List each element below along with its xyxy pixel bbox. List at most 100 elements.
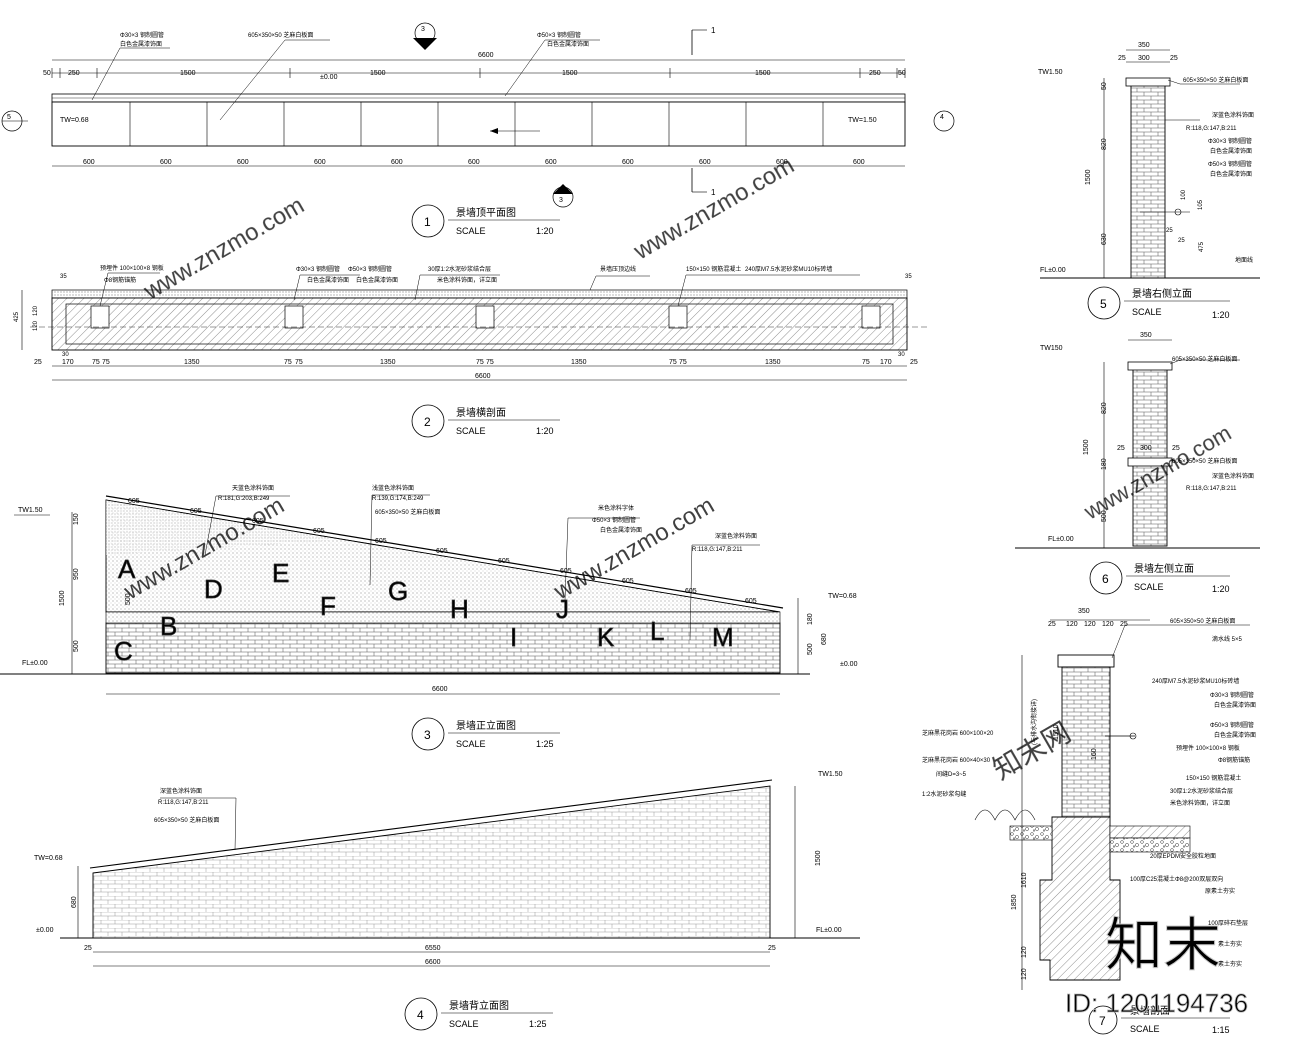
svg-text:605×350×50 芝麻白板面: 605×350×50 芝麻白板面 xyxy=(1172,355,1237,363)
svg-text:1:20: 1:20 xyxy=(1212,310,1230,320)
wall-letter: M xyxy=(712,622,734,652)
section-note: 白色金属漆饰面 xyxy=(356,276,398,284)
section-dim: 1350 xyxy=(184,359,200,366)
svg-text:1:15: 1:15 xyxy=(1212,1025,1230,1035)
svg-text:25: 25 xyxy=(1172,445,1180,452)
section-dim: 1350 xyxy=(571,359,587,366)
section-end-mark: 30 xyxy=(62,352,69,358)
svg-text:www.znzmo.com: www.znzmo.com xyxy=(139,192,309,306)
svg-text:120: 120 xyxy=(1021,946,1028,958)
plan-bottom-dim: 600 xyxy=(622,159,634,166)
svg-text:米色涂料饰面，详立面: 米色涂料饰面，详立面 xyxy=(1170,799,1230,807)
svg-text:300: 300 xyxy=(1140,445,1152,452)
svg-text:820: 820 xyxy=(1101,138,1108,150)
elevation-marker: 5 xyxy=(1,110,28,132)
front-note: 深蓝色涂料饰面 xyxy=(715,532,757,540)
front-right-dim: 500 xyxy=(807,643,814,655)
svg-text:30厚1:2水泥砂浆结合层: 30厚1:2水泥砂浆结合层 xyxy=(1170,787,1233,795)
svg-text:1610: 1610 xyxy=(1021,872,1028,888)
slope-dim: 605 xyxy=(375,538,387,545)
front-note: 天蓝色涂料饰面 xyxy=(232,484,274,492)
wall-letter: E xyxy=(272,558,289,588)
plan-dim-6: 1500 xyxy=(755,70,771,77)
wall-letter: C xyxy=(114,636,133,666)
plan-level-right: TW=1.50 xyxy=(848,117,877,124)
plan-dim-4: 1500 xyxy=(370,70,386,77)
back-dim: 6550 xyxy=(425,945,441,952)
svg-text:1850: 1850 xyxy=(1011,894,1018,910)
brand-watermark: 知末 ID: 1201194736 xyxy=(1065,913,1249,1019)
wall-letter: G xyxy=(388,576,408,606)
svg-text:SCALE: SCALE xyxy=(456,739,486,749)
svg-text:白色金属漆饰面: 白色金属漆饰面 xyxy=(1210,170,1252,178)
front-left-dim: 1500 xyxy=(59,590,66,606)
section-note: 预埋件 100×100×8 钢板 xyxy=(100,264,164,272)
svg-text:间缝D=3~5: 间缝D=3~5 xyxy=(936,770,967,778)
svg-text:3: 3 xyxy=(559,197,563,204)
section-dim: 75 xyxy=(679,359,687,366)
section-note: 米色涂料饰面，详立面 xyxy=(437,276,497,284)
slope-dim: 605 xyxy=(622,578,634,585)
front-note: 605×350×50 芝麻白板面 xyxy=(375,508,440,516)
plan-bottom-dim: 600 xyxy=(545,159,557,166)
title-block-3: 3 景墙正立面图 SCALE 1:25 xyxy=(411,717,560,751)
section-note: Φ8钢筋锚筋 xyxy=(104,276,136,284)
plan-bottom-dim: 600 xyxy=(853,159,865,166)
section-note: Φ50×3 钢制圆管 xyxy=(348,265,392,273)
section-dim: 1350 xyxy=(765,359,781,366)
section-note: 150×150 钢筋混凝土 xyxy=(686,265,741,273)
svg-text:SCALE: SCALE xyxy=(1134,582,1164,592)
section-left-dim: 425 xyxy=(14,311,20,322)
drawing-title: 景墙背立面图 xyxy=(449,999,509,1012)
slope-dim: 605 xyxy=(313,528,325,535)
svg-text:820: 820 xyxy=(1101,402,1108,414)
level-mark: TW1.50 xyxy=(818,771,843,778)
plan-bottom-dim: 600 xyxy=(237,159,249,166)
svg-text:350: 350 xyxy=(1078,608,1090,615)
front-note: R:118,G:147,B:211 xyxy=(692,547,743,553)
elevation-marker: 3 xyxy=(552,184,574,208)
back-elevation-view: 25 6550 25 6600 680 1500 TW=0.68 TW1.50 … xyxy=(34,771,860,967)
svg-text:SCALE: SCALE xyxy=(449,1019,479,1029)
svg-text:4: 4 xyxy=(940,114,944,121)
plan-note: Φ30×3 钢制圆管 xyxy=(120,31,164,39)
back-dim: 25 xyxy=(768,945,776,952)
wall-section-view: 350 25 120 120 120 25 1510 160 1850 1610… xyxy=(922,608,1256,990)
cross-section-view: 25 170 75 75 1350 75 75 1350 75 75 1350 … xyxy=(14,264,930,381)
svg-text:150×150 钢筋混凝土: 150×150 钢筋混凝土 xyxy=(1186,774,1241,782)
svg-text:100: 100 xyxy=(1181,189,1187,200)
svg-text:芝麻黑花岗岩 600×100×20: 芝麻黑花岗岩 600×100×20 xyxy=(922,729,994,737)
svg-text:www.znzmo.com: www.znzmo.com xyxy=(629,152,799,266)
plan-dim-7: 250 xyxy=(869,70,881,77)
wall-letter: K xyxy=(597,622,615,652)
svg-text:白色金属漆饰面: 白色金属漆饰面 xyxy=(1210,147,1252,155)
drawing-title: 景墙横剖面 xyxy=(456,406,506,419)
plan-level-left: TW=0.68 xyxy=(60,117,89,124)
left-side-view: 350 25 300 25 820 1500 180 500 605×350×5… xyxy=(1015,332,1260,549)
svg-text:1:20: 1:20 xyxy=(1212,584,1230,594)
scale-value: 1:20 xyxy=(536,226,554,236)
level-mark: ±0.00 xyxy=(36,927,54,934)
wall-letter: A xyxy=(118,554,136,584)
svg-text:SCALE: SCALE xyxy=(1132,307,1162,317)
svg-text:1:25: 1:25 xyxy=(529,1019,547,1029)
level-mark: TW=0.68 xyxy=(34,855,63,862)
svg-text:白色金属漆饰面: 白色金属漆饰面 xyxy=(1214,701,1256,709)
svg-text:5: 5 xyxy=(1100,297,1107,311)
svg-text:1:20: 1:20 xyxy=(536,426,554,436)
svg-text:25: 25 xyxy=(1048,621,1056,628)
front-left-dim: 500 xyxy=(125,593,132,605)
svg-text:SCALE: SCALE xyxy=(456,426,486,436)
section-dim: 25 xyxy=(910,359,918,366)
svg-text:1500: 1500 xyxy=(1083,439,1090,455)
front-note: 浅蓝色涂料饰面 xyxy=(372,484,414,492)
back-note: R:118,G:147,B:211 xyxy=(158,800,209,806)
front-right-dim: 680 xyxy=(821,633,828,645)
title-block-4: 4 景墙背立面图 SCALE 1:25 xyxy=(404,997,553,1031)
plan-dim-2: 250 xyxy=(68,70,80,77)
svg-text:预埋件 100×100×8 钢板: 预埋件 100×100×8 钢板 xyxy=(1176,744,1240,752)
plan-dim-8: 50 xyxy=(898,70,906,77)
section-dim: 170 xyxy=(880,359,892,366)
section-dim: 75 xyxy=(92,359,100,366)
section-dim: 75 xyxy=(486,359,494,366)
